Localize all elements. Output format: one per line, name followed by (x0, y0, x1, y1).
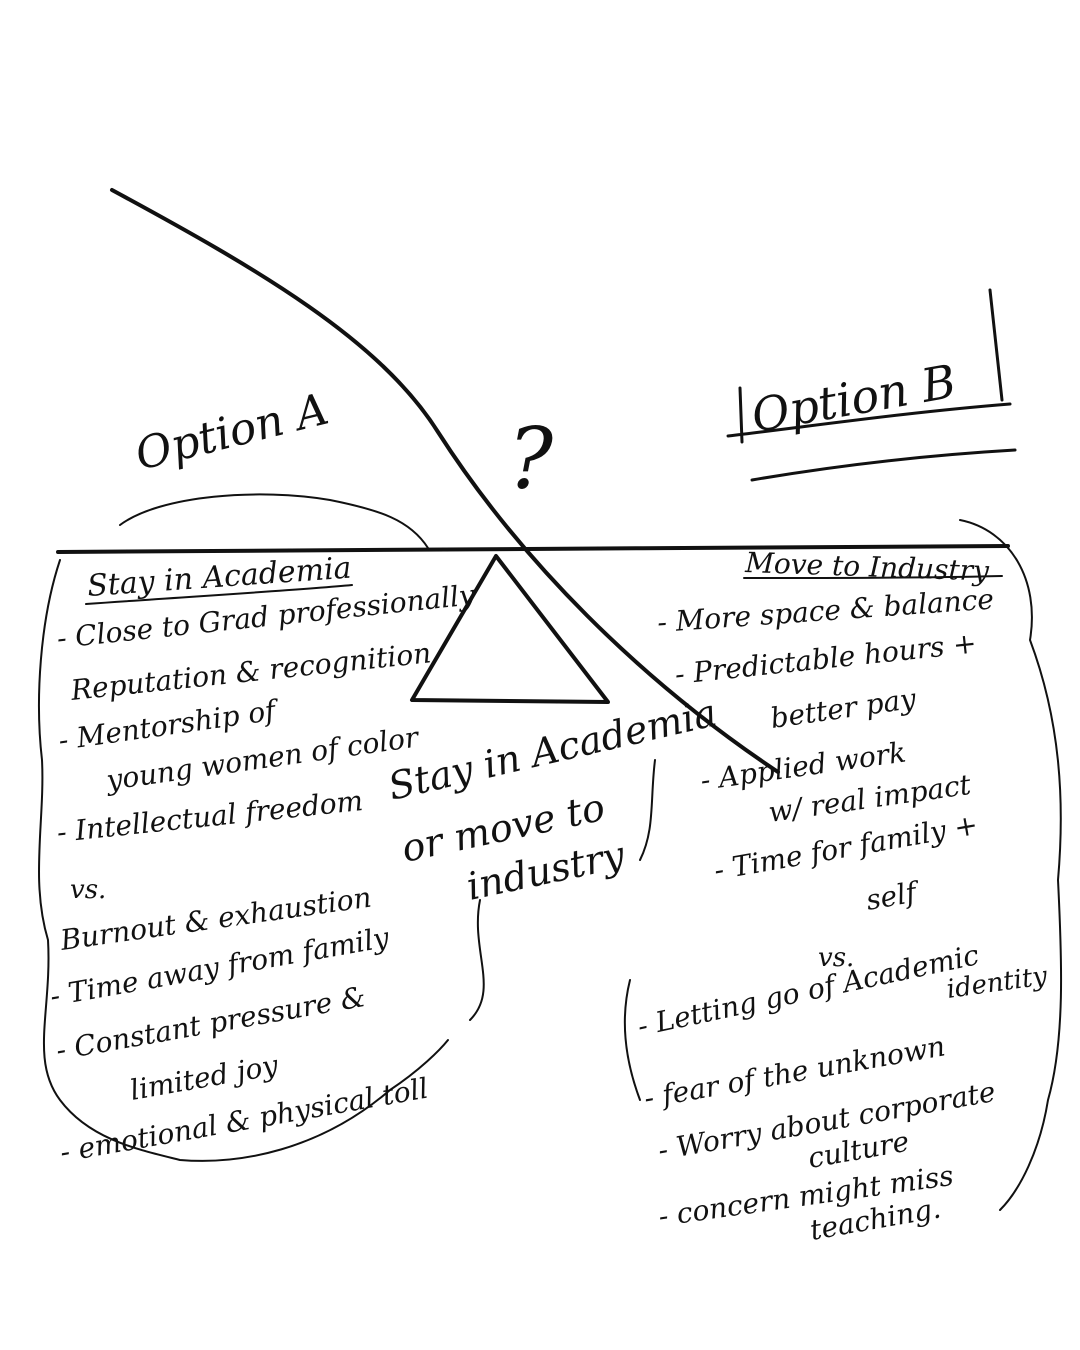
option-b-pro-3: better pay (768, 682, 919, 735)
option-a-con-4: limited joy (127, 1048, 281, 1107)
option-a-pros: - Close to Grad professionally Reputatio… (55, 578, 477, 849)
option-b-pro-7: self (863, 875, 923, 917)
option-b-box (726, 288, 1017, 482)
option-b-heading: Move to Industry (744, 546, 991, 588)
option-a-cons: Burnout & exhaustion - Time away from fa… (47, 881, 430, 1169)
option-b-cons: - Letting go of Academic identity - fear… (635, 938, 1050, 1247)
diagonal-line (110, 188, 780, 774)
option-b-vs: vs. (818, 943, 854, 973)
center-question-line-1: Stay in Academia (384, 690, 721, 808)
option-a-title: Option A (130, 384, 333, 481)
option-b-cloud (623, 519, 1063, 1211)
option-a-cloud (38, 493, 485, 1162)
option-a-vs: vs. (70, 875, 106, 905)
option-b-pro-6: - Time for family + (711, 808, 980, 887)
center-question: Stay in Academia or move to industry (384, 690, 721, 908)
option-b-heading-underline (743, 575, 1003, 579)
option-a-pro-5: - Intellectual freedom (55, 784, 364, 849)
fulcrum-triangle (410, 554, 610, 704)
option-b-con-1: - Letting go of Academic (635, 938, 982, 1043)
option-b-pro-2: - Predictable hours + (673, 626, 978, 690)
option-a-heading-underline (85, 584, 353, 605)
option-b-pros: - More space & balance - Predictable hou… (656, 583, 995, 917)
seesaw-beam (56, 544, 1010, 554)
question-mark: ? (508, 410, 554, 508)
